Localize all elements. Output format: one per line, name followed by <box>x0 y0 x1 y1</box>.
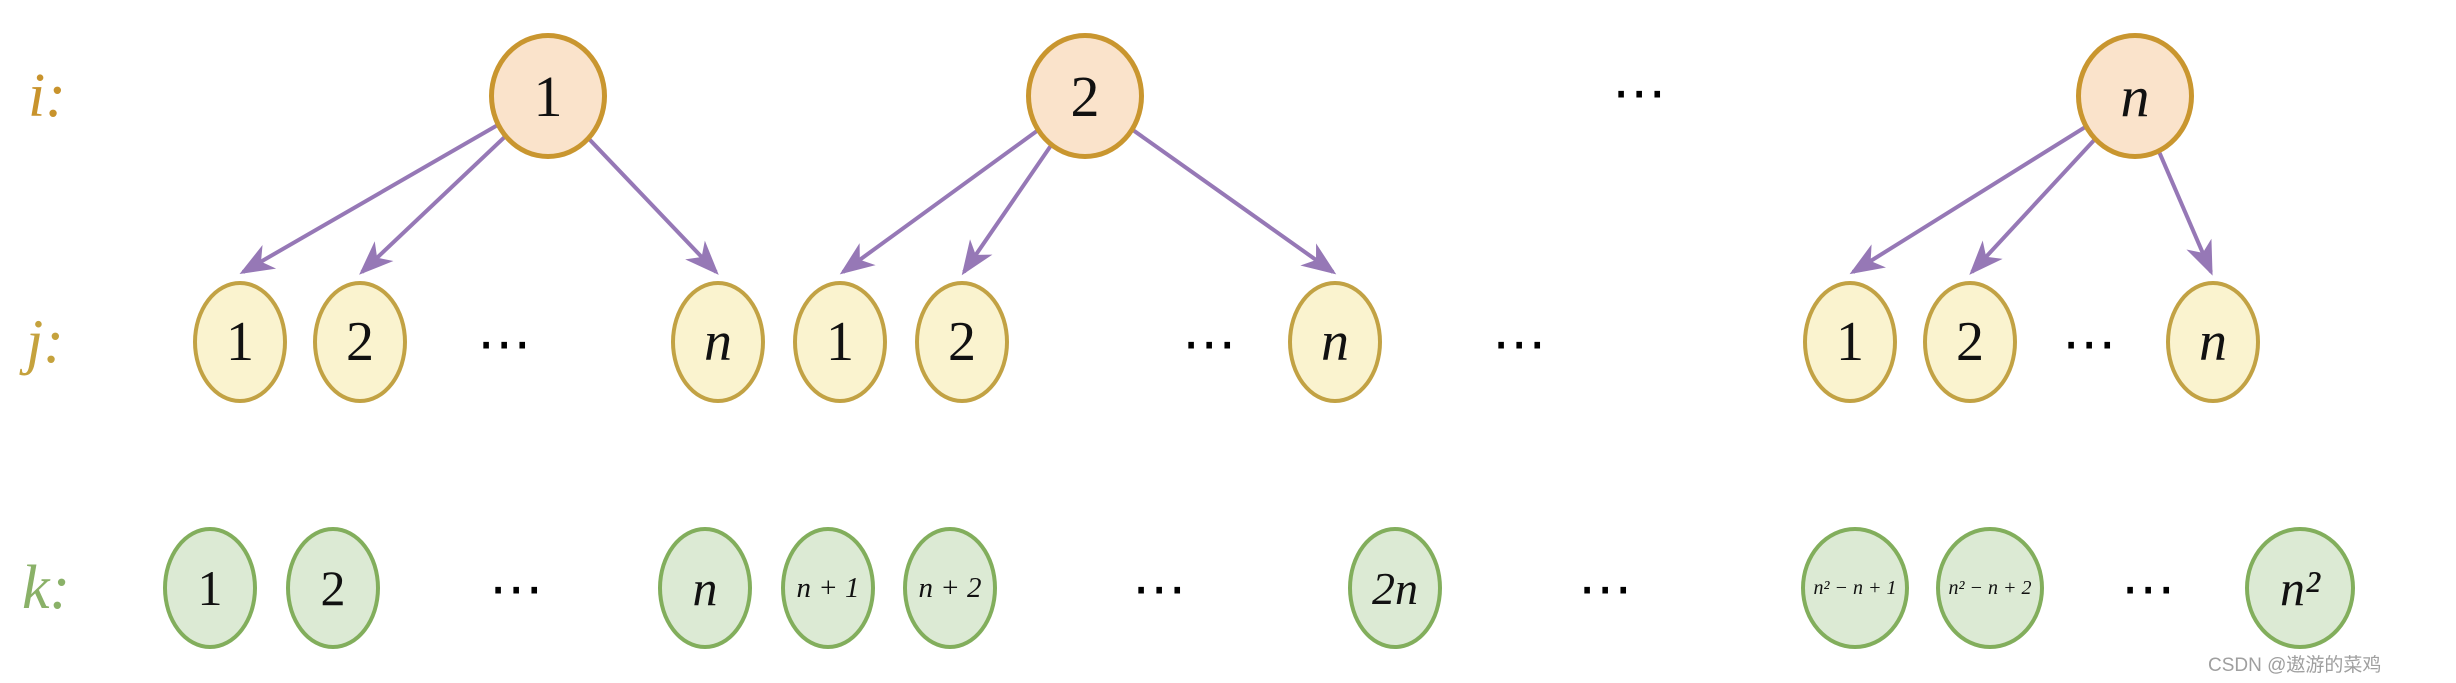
j-node-g1-n: n <box>671 281 765 403</box>
k-node-2: 2 <box>286 527 380 649</box>
j-node-g3-n-label: n <box>2199 311 2227 373</box>
row-label-i: i: <box>28 62 66 130</box>
j-node-g3-1: 1 <box>1803 281 1897 403</box>
k-node-nsq-minus-n-plus-1-label: n² − n + 1 <box>1813 576 1897 599</box>
k-row-ellipsis-1: ⋯ <box>489 556 545 620</box>
j-group3-ellipsis: ⋯ <box>2062 311 2118 375</box>
k-node-n-plus-2-label: n + 2 <box>918 571 982 604</box>
j-node-g1-1-label: 1 <box>226 311 254 373</box>
row-label-k: k: <box>22 554 71 622</box>
j-group2-ellipsis: ⋯ <box>1182 311 1238 375</box>
csdn-watermark: CSDN @遨游的菜鸡 <box>2208 655 2382 676</box>
j-node-g3-2: 2 <box>1923 281 2017 403</box>
k-row-ellipsis-2: ⋯ <box>1132 556 1188 620</box>
j-node-g1-n-label: n <box>704 311 732 373</box>
k-node-n-plus-2: n + 2 <box>903 527 997 649</box>
k-node-2n-label: 2n <box>1372 562 1418 614</box>
k-node-n-squared: n² <box>2245 527 2355 649</box>
k-node-nsq-minus-n-plus-1: n² − n + 1 <box>1801 527 1909 649</box>
j-node-g2-2-label: 2 <box>948 311 976 373</box>
i-node-2-label: 2 <box>1070 63 1100 129</box>
j-node-g2-n-label: n <box>1321 311 1349 373</box>
k-node-n-plus-1-label: n + 1 <box>796 571 860 604</box>
i-node-1-label: 1 <box>533 63 563 129</box>
k-node-n-plus-1: n + 1 <box>781 527 875 649</box>
k-node-2-label: 2 <box>320 560 346 616</box>
k-node-1-label: 1 <box>197 560 223 616</box>
row-label-j: j: <box>26 308 64 376</box>
k-node-2n: 2n <box>1348 527 1442 649</box>
k-row-ellipsis-4: ⋯ <box>2121 556 2177 620</box>
j-node-g3-n: n <box>2166 281 2260 403</box>
k-node-1: 1 <box>163 527 257 649</box>
j-node-g2-1-label: 1 <box>826 311 854 373</box>
i-node-n: n <box>2076 33 2194 159</box>
j-node-g1-1: 1 <box>193 281 287 403</box>
j-node-g1-2-label: 2 <box>346 311 374 373</box>
j-node-g1-2: 2 <box>313 281 407 403</box>
i-node-n-label: n <box>2120 63 2150 129</box>
i-node-1: 1 <box>489 33 607 159</box>
k-node-n-label: n <box>692 560 718 616</box>
j-row-separator-ellipsis: ⋯ <box>1492 311 1548 375</box>
j-group1-ellipsis: ⋯ <box>477 311 533 375</box>
k-node-n-squared-label: n² <box>2280 560 2320 616</box>
j-node-g2-1: 1 <box>793 281 887 403</box>
j-node-g3-1-label: 1 <box>1836 311 1864 373</box>
j-node-g2-n: n <box>1288 281 1382 403</box>
j-node-g3-2-label: 2 <box>1956 311 1984 373</box>
j-node-g2-2: 2 <box>915 281 1009 403</box>
k-node-nsq-minus-n-plus-2: n² − n + 2 <box>1936 527 2044 649</box>
k-node-n: n <box>658 527 752 649</box>
i-node-2: 2 <box>1026 33 1144 159</box>
i-row-ellipsis: ⋯ <box>1612 60 1668 124</box>
k-row-ellipsis-3: ⋯ <box>1578 556 1634 620</box>
k-node-nsq-minus-n-plus-2-label: n² − n + 2 <box>1948 576 2032 599</box>
